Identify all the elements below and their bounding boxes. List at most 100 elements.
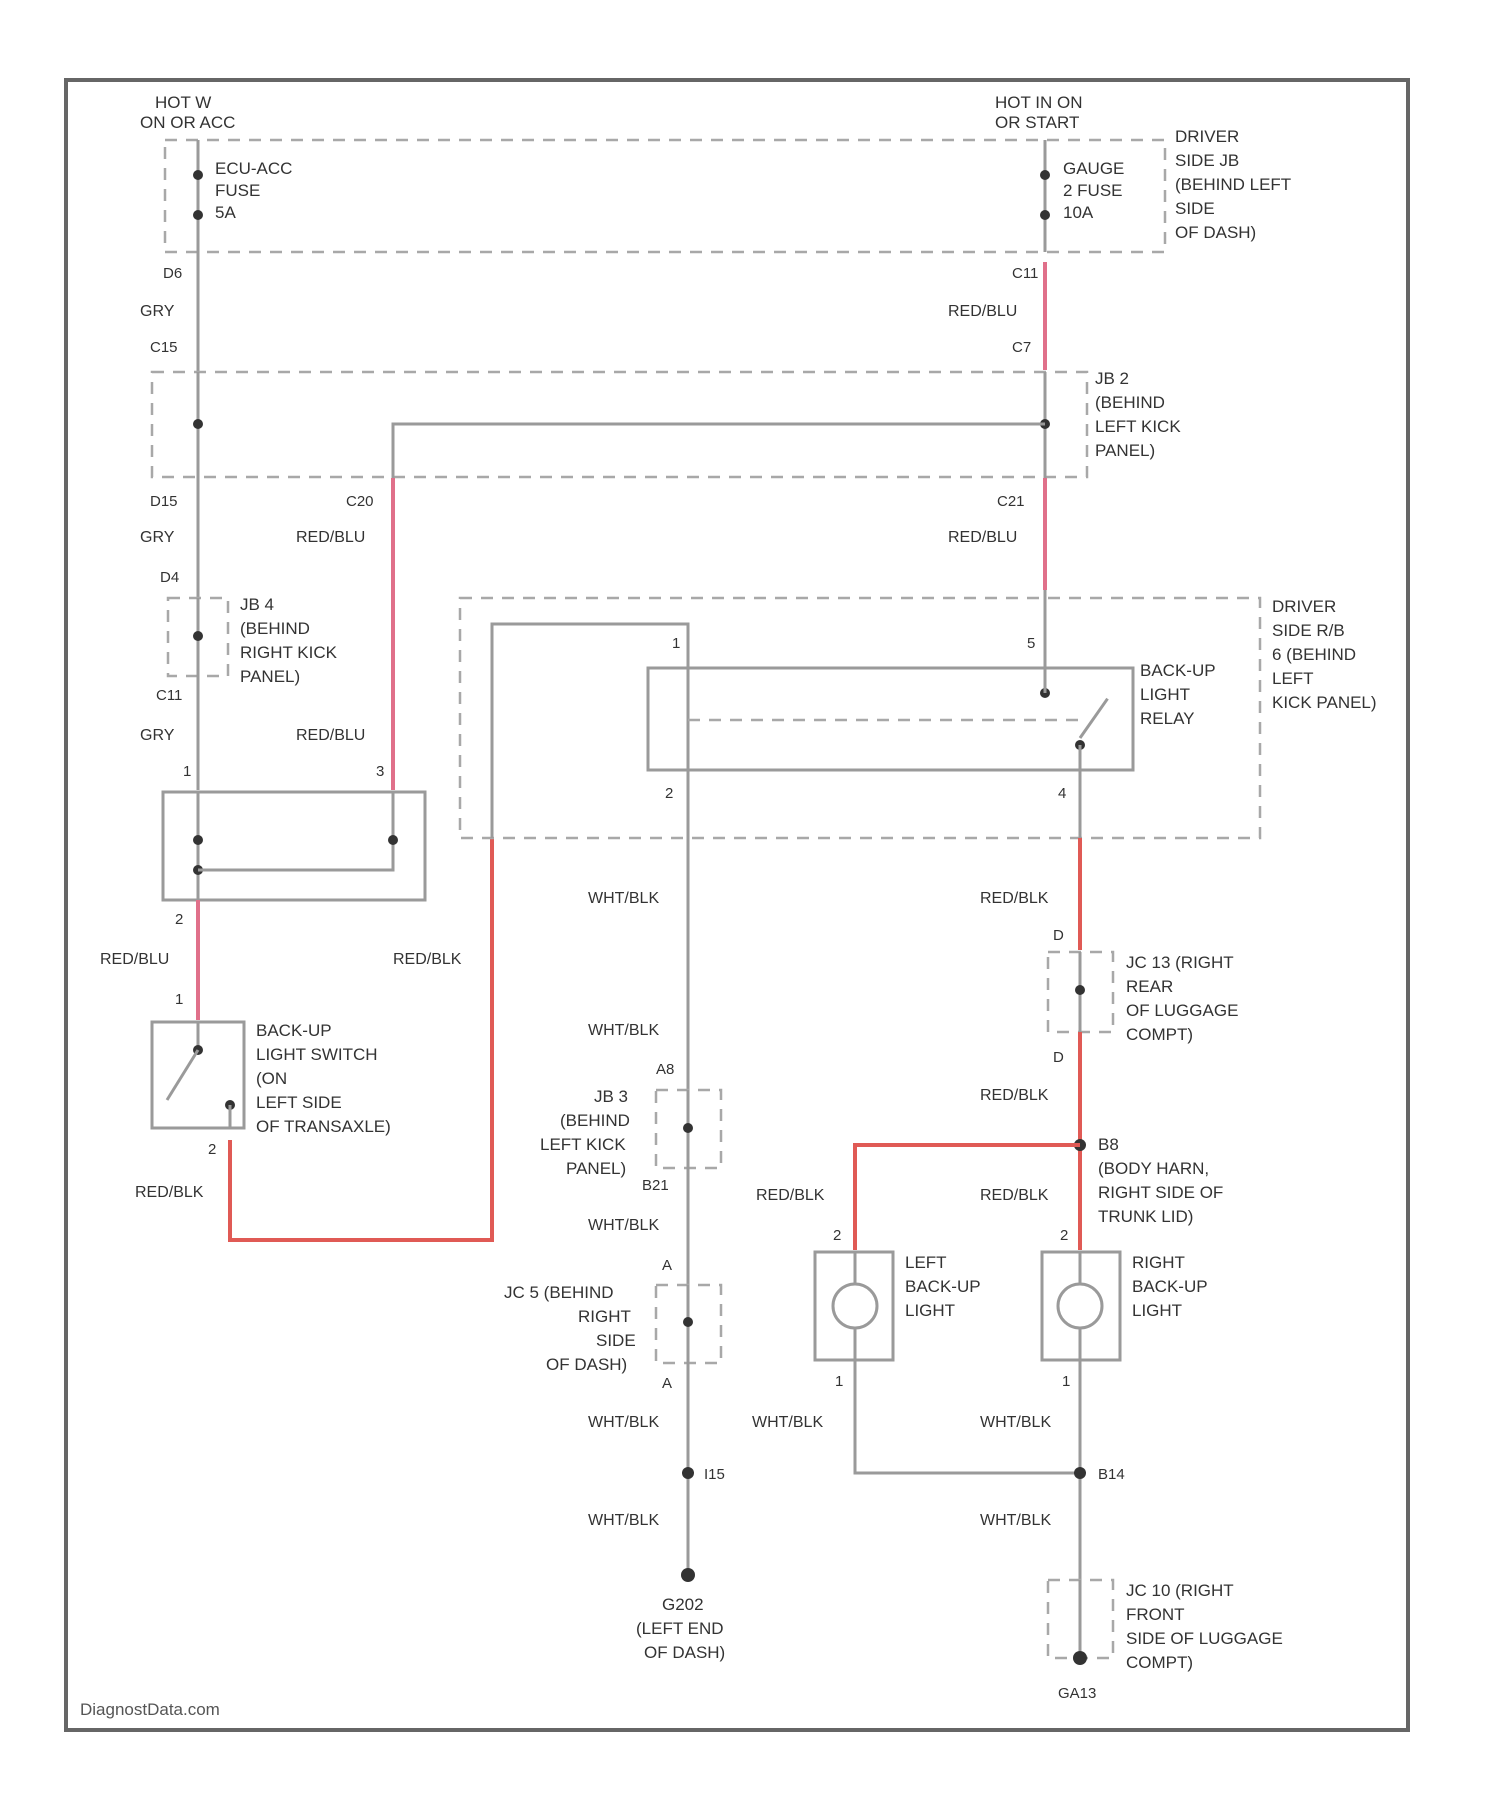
jb2-left-node xyxy=(193,419,203,429)
footer-watermark: DiagnostData.com xyxy=(80,1700,220,1719)
pin-a-2: A xyxy=(662,1375,672,1392)
wire-label-red-blu-4: RED/BLU xyxy=(296,727,365,744)
right-fuse-label-2: 2 FUSE xyxy=(1063,181,1123,200)
power-right-line2: OR START xyxy=(995,113,1079,132)
right-light-label-3: LIGHT xyxy=(1132,1301,1182,1320)
jc13-label-2: REAR xyxy=(1126,977,1173,996)
pin-relay-2: 2 xyxy=(665,785,673,802)
wire-label-wht-blk-5: WHT/BLK xyxy=(588,1512,659,1529)
driver-side-jb-label-4: SIDE xyxy=(1175,199,1215,218)
jb4-label-1: JB 4 xyxy=(240,595,274,614)
jb2-internal-bus xyxy=(393,424,1045,478)
pin-c7: C7 xyxy=(1012,339,1031,356)
pin-c11b: C11 xyxy=(156,687,182,704)
pin-right-light-1: 1 xyxy=(1062,1373,1070,1390)
left-fuse-label-2: FUSE xyxy=(215,181,260,200)
wire-label-gry-3: GRY xyxy=(140,727,175,744)
wire-label-wht-blk-3: WHT/BLK xyxy=(588,1217,659,1234)
body-harn-label-1: B8 xyxy=(1098,1135,1119,1154)
wire-label-red-blu-3: RED/BLU xyxy=(948,529,1017,546)
pin-left-1: 1 xyxy=(183,763,191,780)
jb2-label-3: LEFT KICK xyxy=(1095,417,1181,436)
jb4-node xyxy=(193,631,203,641)
jc5-label-2: RIGHT xyxy=(578,1307,631,1326)
left-fuse-label-3: 5A xyxy=(215,203,236,222)
right-fuse-label-1: GAUGE xyxy=(1063,159,1124,178)
driver-side-jb-label-3: (BEHIND LEFT xyxy=(1175,175,1291,194)
relay-label-1: BACK-UP xyxy=(1140,661,1216,680)
ground-ga13-node xyxy=(1073,1651,1087,1665)
switch-label-5: OF TRANSAXLE) xyxy=(256,1117,391,1136)
jc13-label-1: JC 13 (RIGHT xyxy=(1126,953,1234,972)
pin-left-light-1: 1 xyxy=(835,1373,843,1390)
pin-b21: B21 xyxy=(642,1177,669,1194)
pin-d4: D4 xyxy=(160,569,179,586)
body-harn-label-3: RIGHT SIDE OF xyxy=(1098,1183,1223,1202)
jc5-label-1: JC 5 (BEHIND xyxy=(504,1283,614,1302)
pin-c15: C15 xyxy=(150,339,178,356)
wire-label-red-blu-5: RED/BLU xyxy=(100,951,169,968)
right-fuse-terminal-bottom xyxy=(1040,210,1050,220)
pin-d-1: D xyxy=(1053,927,1064,944)
pin-a-1: A xyxy=(662,1257,672,1274)
power-left-line1: HOT W xyxy=(155,93,211,112)
jb3-label-1: JB 3 xyxy=(594,1087,628,1106)
driver-side-jb-label-2: SIDE JB xyxy=(1175,151,1239,170)
ground-left-label-1: G202 xyxy=(662,1595,704,1614)
right-fuse-terminal-top xyxy=(1040,170,1050,180)
jb4-label-2: (BEHIND xyxy=(240,619,310,638)
splice-b14-label: B14 xyxy=(1098,1466,1125,1483)
body-harn-label-2: (BODY HARN, xyxy=(1098,1159,1209,1178)
switch-label-4: LEFT SIDE xyxy=(256,1093,342,1112)
wire-label-wht-blk-2: WHT/BLK xyxy=(588,1022,659,1039)
jb4-label-3: RIGHT KICK xyxy=(240,643,338,662)
diagram-frame xyxy=(66,80,1408,1730)
left-fuse-terminal-bottom xyxy=(193,210,203,220)
splice-i15-node xyxy=(682,1467,694,1479)
ground-ga13-label: GA13 xyxy=(1058,1685,1096,1702)
driver-side-jb-label-1: DRIVER xyxy=(1175,127,1239,146)
wire-label-red-blu-2: RED/BLU xyxy=(296,529,365,546)
wire-label-red-blk-4: RED/BLK xyxy=(980,1087,1049,1104)
jc10-label-3: SIDE OF LUGGAGE xyxy=(1126,1629,1283,1648)
wire-label-red-blk-3: RED/BLK xyxy=(980,890,1049,907)
jc5-label-4: OF DASH) xyxy=(546,1355,627,1374)
driver-side-jb-box xyxy=(165,140,1165,252)
jc13-node xyxy=(1075,985,1085,995)
splice-b14-node xyxy=(1074,1467,1086,1479)
splice-i15-label: I15 xyxy=(704,1466,725,1483)
wire-label-red-blk-5: RED/BLK xyxy=(756,1187,825,1204)
combo-node-3 xyxy=(388,835,398,845)
wire-label-gry-1: GRY xyxy=(140,303,175,320)
switch-label-3: (ON xyxy=(256,1069,287,1088)
wire-label-wht-blk-8: WHT/BLK xyxy=(980,1512,1051,1529)
pin-left-3: 3 xyxy=(376,763,384,780)
jc10-label-4: COMPT) xyxy=(1126,1653,1193,1672)
wire-label-wht-blk-4: WHT/BLK xyxy=(588,1414,659,1431)
jb2-label-4: PANEL) xyxy=(1095,441,1155,460)
jb2-label-2: (BEHIND xyxy=(1095,393,1165,412)
left-light-label-3: LIGHT xyxy=(905,1301,955,1320)
rb6-label-3: 6 (BEHIND xyxy=(1272,645,1356,664)
pin-left-2: 2 xyxy=(175,911,183,928)
rb6-label-2: SIDE R/B xyxy=(1272,621,1345,640)
combination-box xyxy=(163,792,425,900)
jb3-label-2: (BEHIND xyxy=(560,1111,630,1130)
ground-left-label-3: OF DASH) xyxy=(644,1643,725,1662)
jc13-label-4: COMPT) xyxy=(1126,1025,1193,1044)
relay-coil-feed xyxy=(492,624,688,838)
pin-a8: A8 xyxy=(656,1061,674,1078)
pin-c21: C21 xyxy=(997,493,1025,510)
relay-label-3: RELAY xyxy=(1140,709,1195,728)
jc5-label-3: SIDE xyxy=(596,1331,636,1350)
relay-blade xyxy=(1080,699,1108,738)
ground-left-label-2: (LEFT END xyxy=(636,1619,724,1638)
rb6-label-5: KICK PANEL) xyxy=(1272,693,1377,712)
wire-label-gry-2: GRY xyxy=(140,529,175,546)
body-harn-label-4: TRUNK LID) xyxy=(1098,1207,1193,1226)
pin-c11: C11 xyxy=(1012,265,1038,282)
jb3-node xyxy=(683,1123,693,1133)
combo-node-1 xyxy=(193,835,203,845)
pin-right-light-2: 2 xyxy=(1060,1227,1068,1244)
left-bulb-icon xyxy=(833,1284,877,1328)
